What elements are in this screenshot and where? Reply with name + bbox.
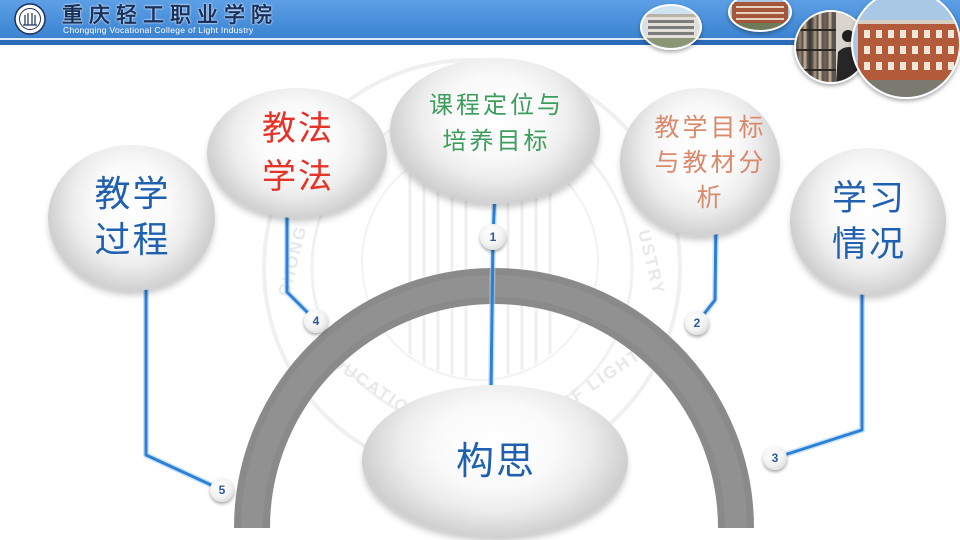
header-band bbox=[0, 40, 960, 45]
campus-photo-4 bbox=[851, 0, 960, 99]
node-1-line-2: 培养目标 bbox=[442, 127, 551, 155]
node-2-line-2: 与教材分 bbox=[654, 147, 767, 177]
node-bubble-1: 课程定位与 培养目标 bbox=[390, 58, 600, 204]
step-number: 4 bbox=[312, 314, 320, 328]
campus-photo-2 bbox=[728, 0, 792, 32]
node-2-line-1: 教学目标 bbox=[654, 112, 767, 142]
step-badge-5: 5 bbox=[210, 478, 234, 502]
node-bubble-4: 教法 学法 bbox=[207, 88, 387, 218]
node-3-line-1: 学习 bbox=[831, 178, 906, 219]
node-4-line-1: 教法 bbox=[262, 109, 334, 149]
node-4-line-2: 学法 bbox=[262, 157, 334, 197]
college-name-cn: 重庆轻工职业学院 bbox=[62, 2, 278, 27]
college-emblem-icon bbox=[14, 3, 46, 35]
watermark-text: USTRY bbox=[634, 228, 669, 298]
center-bubble: 构思 bbox=[362, 385, 628, 537]
header-divider bbox=[0, 38, 960, 40]
node-2-line-3: 析 bbox=[696, 182, 725, 212]
step-number: 3 bbox=[771, 451, 779, 465]
college-name-en: Chongqing Vocational College of Light In… bbox=[63, 25, 254, 35]
connector-line-3 bbox=[773, 278, 864, 460]
step-badge-3: 3 bbox=[763, 446, 787, 470]
step-badge-2: 2 bbox=[685, 311, 709, 335]
campus-photo-1 bbox=[640, 4, 702, 50]
node-1-line-1: 课程定位与 bbox=[429, 91, 564, 119]
node-5-line-1: 教学 bbox=[94, 174, 171, 215]
node-bubble-2: 教学目标 与教材分 析 bbox=[620, 88, 780, 236]
connector-line-5 bbox=[144, 268, 224, 492]
node-3-line-2: 情况 bbox=[831, 224, 906, 265]
node-5-line-2: 过程 bbox=[94, 220, 171, 261]
watermark-text: CHONG bbox=[275, 223, 311, 299]
step-number: 2 bbox=[693, 316, 701, 330]
center-label: 构思 bbox=[455, 439, 536, 483]
step-number: 5 bbox=[218, 483, 226, 497]
node-bubble-3: 学习 情况 bbox=[790, 148, 946, 295]
step-badge-1: 1 bbox=[480, 224, 506, 250]
node-bubble-5: 教学 过程 bbox=[48, 145, 215, 291]
campus-photo-3 bbox=[794, 10, 868, 84]
step-badge-4: 4 bbox=[304, 309, 328, 333]
step-number: 1 bbox=[489, 230, 497, 244]
connector-line-4 bbox=[285, 203, 318, 323]
